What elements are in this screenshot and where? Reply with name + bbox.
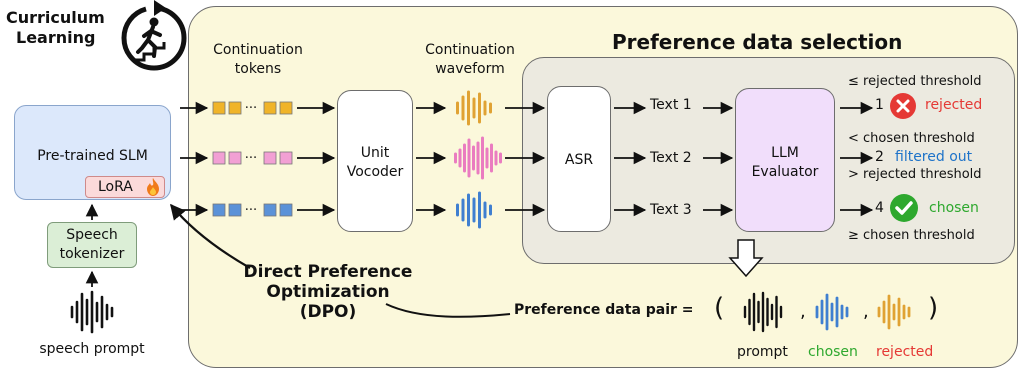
curriculum-label-line1: Curriculum: [6, 8, 105, 27]
token-square: [212, 101, 226, 115]
unit-vocoder-label-1: Unit: [360, 145, 390, 161]
pair-caption-chosen: chosen: [808, 344, 858, 360]
lora-label: LoRA: [98, 179, 133, 195]
token-ellipsis: ···: [245, 151, 257, 166]
dpo-label-2: Optimization: [266, 282, 390, 302]
speech-tokenizer-box: [47, 222, 137, 268]
section-title: Preference data selection: [612, 30, 903, 54]
threshold-chosen-lt: < chosen threshold: [848, 131, 975, 146]
preference-pair-label: Preference data pair =: [514, 302, 694, 318]
dpo-label-1: Direct Preference: [243, 262, 413, 282]
continuation-waveform-header-2: waveform: [435, 61, 505, 77]
pretrained-slm-label: Pre-trained SLM: [37, 148, 148, 164]
speech-tokenizer-label-1: Speech: [66, 227, 118, 243]
pair-comma-2: ,: [863, 301, 869, 322]
outcome-chosen-label: chosen: [929, 200, 979, 216]
dpo-pair-connector: [385, 303, 511, 318]
asr-box: [547, 86, 611, 232]
token-square: [228, 101, 242, 115]
text-1-label: Text 1: [650, 97, 692, 113]
token-square: [228, 203, 242, 217]
token-square: [279, 151, 293, 165]
pair-open-paren: (: [714, 293, 725, 323]
score-1: 1: [875, 97, 884, 113]
outcome-filtered-out-label: filtered out: [895, 149, 973, 165]
token-square: [279, 203, 293, 217]
dpo-curved-arrow: [170, 203, 251, 269]
token-ellipsis: ···: [245, 203, 257, 218]
unit-vocoder-box: [337, 90, 413, 232]
check-circle-icon: [890, 194, 918, 222]
pair-caption-prompt: prompt: [737, 344, 788, 360]
threshold-rejected-le: ≤ rejected threshold: [848, 74, 982, 89]
token-square: [263, 101, 277, 115]
fire-icon: [147, 178, 159, 196]
threshold-chosen-ge: ≥ chosen threshold: [848, 228, 975, 243]
speech-tokenizer-label-2: tokenizer: [59, 246, 125, 262]
llm-evaluator-label-1: LLM: [771, 145, 799, 161]
token-square: [212, 203, 226, 217]
down-outline-arrow: [728, 239, 764, 278]
token-square: [228, 151, 242, 165]
threshold-rejected-gt: > rejected threshold: [848, 167, 982, 182]
llm-evaluator-box: [735, 88, 835, 232]
llm-evaluator-label-2: Evaluator: [751, 164, 819, 180]
score-4: 4: [875, 200, 884, 216]
pair-close-paren: ): [928, 293, 939, 323]
lora-badge: [85, 176, 165, 198]
pair-comma-1: ,: [800, 301, 806, 322]
token-ellipsis: ···: [245, 101, 257, 116]
token-square: [263, 203, 277, 217]
unit-vocoder-label-2: Vocoder: [346, 164, 404, 180]
outcome-rejected-label: rejected: [925, 97, 983, 113]
dpo-label-3: (DPO): [299, 302, 357, 322]
speech-prompt-label: speech prompt: [39, 341, 145, 357]
asr-label: ASR: [564, 152, 594, 168]
score-2: 2: [875, 149, 884, 165]
pair-caption-rejected: rejected: [876, 344, 934, 360]
token-square: [263, 151, 277, 165]
curriculum-label-line2: Learning: [16, 28, 96, 47]
person-climbing-stairs-icon: [121, 0, 187, 71]
token-square: [279, 101, 293, 115]
continuation-tokens-header-2: tokens: [234, 61, 282, 77]
continuation-tokens-header-1: Continuation: [213, 42, 303, 58]
text-2-label: Text 2: [650, 150, 692, 166]
x-circle-icon: [890, 93, 916, 119]
continuation-waveform-header-1: Continuation: [425, 42, 515, 58]
token-square: [212, 151, 226, 165]
text-3-label: Text 3: [650, 202, 692, 218]
